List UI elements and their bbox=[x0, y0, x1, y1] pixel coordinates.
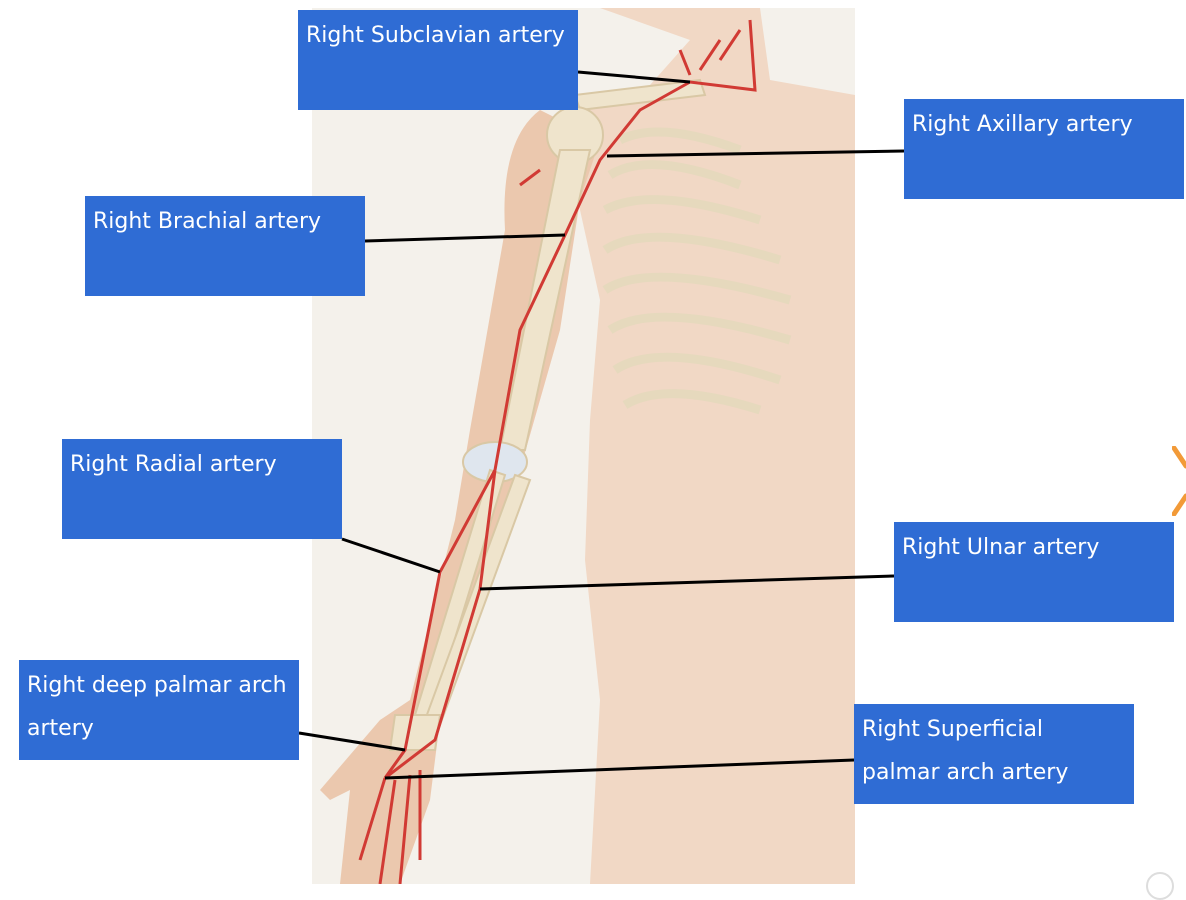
chevron-right-icon[interactable] bbox=[1172, 446, 1186, 516]
label-ulnar[interactable]: Right Ulnar artery bbox=[894, 522, 1174, 622]
leader-line-deep-palmar bbox=[298, 731, 406, 752]
label-axillary[interactable]: Right Axillary artery bbox=[904, 99, 1184, 199]
leader-line-radial bbox=[341, 537, 441, 574]
label-superficial-palmar[interactable]: Right Superficial palmar arch artery bbox=[854, 704, 1134, 804]
leader-line-brachial bbox=[364, 233, 566, 243]
copyright-icon bbox=[1146, 872, 1174, 900]
leader-line-subclavian bbox=[577, 70, 691, 84]
torso bbox=[560, 8, 855, 884]
rib-cage bbox=[602, 127, 792, 415]
leader-lines bbox=[298, 70, 905, 780]
label-brachial[interactable]: Right Brachial artery bbox=[85, 196, 365, 296]
label-deep-palmar[interactable]: Right deep palmar arch artery bbox=[19, 660, 299, 760]
leader-line-superficial-palmar bbox=[384, 758, 855, 780]
label-subclavian[interactable]: Right Subclavian artery bbox=[298, 10, 578, 110]
label-radial[interactable]: Right Radial artery bbox=[62, 439, 342, 539]
arteries bbox=[358, 19, 757, 884]
leader-line-axillary bbox=[606, 149, 905, 158]
leader-line-ulnar bbox=[479, 574, 895, 591]
